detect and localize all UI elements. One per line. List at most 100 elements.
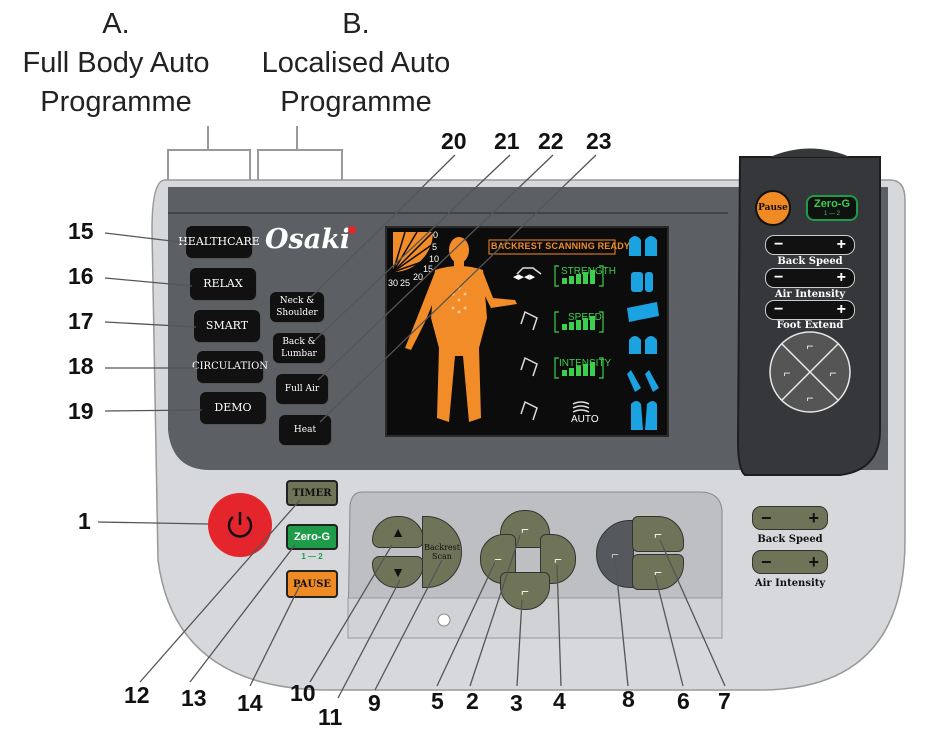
power-icon: [227, 512, 253, 538]
backrest-scan-line1: Backrest: [424, 543, 460, 552]
remote-foot-extend-plus[interactable]: +: [836, 301, 846, 318]
back-speed-control[interactable]: − +: [752, 506, 828, 530]
air-intensity-plus[interactable]: +: [808, 551, 819, 572]
remote-foot-extend-minus[interactable]: −: [774, 301, 784, 318]
remote-air-intensity-minus[interactable]: −: [774, 269, 784, 286]
back-lumbar-button[interactable]: Back & Lumbar: [273, 333, 325, 363]
lcd-dial-mark-30: 30: [388, 278, 399, 288]
lcd-dial-mark-15: 15: [423, 264, 434, 274]
callout-16: 16: [68, 263, 94, 289]
leg-up-icon: ⌐: [654, 526, 662, 542]
remote-foot-extend-control[interactable]: − +: [765, 300, 855, 320]
air-intensity-control[interactable]: − +: [752, 550, 828, 574]
neck-shoulder-button[interactable]: Neck & Shoulder: [270, 292, 324, 322]
brand-text: Osaki: [265, 224, 351, 255]
remote-air-intensity-plus[interactable]: +: [836, 269, 846, 286]
zerog-sub-label: 1 — 2: [301, 552, 323, 561]
remote-zerog-label: Zero-G: [813, 198, 851, 210]
remote-zerog-button[interactable]: Zero-G 1 — 2: [806, 195, 858, 221]
roller-up-button[interactable]: ▲: [372, 516, 424, 548]
heading-a-letter: A.: [102, 8, 130, 40]
heading-b-line2: Programme: [280, 86, 432, 118]
lcd-screen: 0 5 10 15 20 25 30 BACKREST SCANNING REA…: [385, 226, 669, 437]
brand-dot-icon: [348, 226, 356, 234]
heading-a-line2: Programme: [40, 86, 192, 118]
heading-b-letter: B.: [342, 8, 370, 40]
callout-10: 10: [290, 680, 316, 706]
pause-label: PAUSE: [292, 578, 332, 590]
lcd-dial-mark-25: 25: [400, 278, 411, 288]
callout-11: 11: [318, 704, 343, 730]
callout-5: 5: [431, 688, 444, 714]
callout-7: 7: [718, 688, 731, 714]
callout-12: 12: [124, 682, 150, 708]
back-lumbar-line2: Lumbar: [281, 349, 317, 359]
callout-2: 2: [466, 688, 479, 714]
back-speed-minus[interactable]: −: [761, 507, 772, 528]
recline-flat-icon: ⌐: [521, 521, 529, 537]
lcd-dial-mark-10: 10: [429, 254, 440, 264]
air-intensity-caption: Air Intensity: [754, 578, 826, 589]
power-button[interactable]: [208, 493, 272, 557]
remote-back-speed-control[interactable]: − +: [765, 235, 855, 255]
callout-18: 18: [68, 353, 94, 379]
back-speed-caption: Back Speed: [757, 534, 823, 545]
zerog-button[interactable]: Zero-G: [286, 524, 338, 550]
healthcare-button[interactable]: HEALTHCARE: [178, 226, 260, 258]
callout-17: 17: [68, 308, 94, 334]
heading-b: B. Localised Auto Programme: [240, 5, 472, 122]
callout-22: 22: [538, 128, 564, 154]
leg-down-icon: ⌐: [654, 564, 662, 580]
circulation-button[interactable]: CIRCULATION: [192, 351, 268, 383]
back-speed-plus[interactable]: +: [808, 507, 819, 528]
remote-back-speed-plus[interactable]: +: [836, 236, 846, 253]
remote-air-intensity-caption: Air Intensity: [774, 289, 846, 300]
callout-20: 20: [441, 128, 467, 154]
callout-21: 21: [494, 128, 520, 154]
timer-label: TIMER: [292, 487, 332, 499]
svg-text:⌐: ⌐: [829, 366, 836, 380]
smart-button[interactable]: SMART: [194, 310, 260, 342]
callout-9: 9: [368, 690, 381, 716]
relax-button[interactable]: RELAX: [190, 268, 256, 300]
callout-3: 3: [510, 690, 523, 716]
lcd-speed-label: SPEED: [568, 312, 602, 323]
heading-b-line1: Localised Auto: [261, 47, 451, 79]
lcd-status: BACKREST SCANNING READY: [491, 241, 631, 251]
air-intensity-minus[interactable]: −: [761, 551, 772, 572]
backrest-scan-line2: Scan: [432, 552, 452, 561]
heading-a: A. Full Body Auto Programme: [0, 5, 232, 122]
svg-text:⌐: ⌐: [806, 339, 813, 353]
pause-button[interactable]: PAUSE: [286, 570, 338, 598]
lcd-roller-arrows-icon: ◂▸◂▸: [513, 271, 536, 283]
lcd-dial-mark-0: 0: [433, 230, 439, 240]
callout-1: 1: [78, 508, 91, 534]
zerog-label: Zero-G: [293, 531, 331, 543]
remote-zerog-sub: 1 — 2: [823, 211, 840, 217]
remote-position-dial[interactable]: [770, 332, 850, 412]
callout-8: 8: [622, 686, 635, 712]
lcd-strength-label: STRENGTH: [561, 266, 616, 277]
demo-button[interactable]: DEMO: [200, 392, 266, 424]
lcd-intensity-label: INTENSITY: [559, 358, 612, 369]
neck-shoulder-line2: Shoulder: [276, 308, 318, 318]
callout-23: 23: [586, 128, 612, 154]
recline-forward-icon: ⌐: [554, 551, 562, 567]
timer-button[interactable]: TIMER: [286, 480, 338, 506]
remote-back-speed-caption: Back Speed: [777, 256, 843, 267]
callout-13: 13: [181, 685, 207, 711]
heading-a-line1: Full Body Auto: [22, 47, 210, 79]
back-lumbar-line1: Back &: [282, 337, 316, 347]
up-arrow-icon: ▲: [391, 524, 405, 540]
remote-back-speed-minus[interactable]: −: [774, 236, 784, 253]
full-air-button[interactable]: Full Air: [276, 374, 328, 404]
lcd-dial-mark-20: 20: [413, 272, 424, 282]
heat-button[interactable]: Heat: [279, 415, 331, 445]
remote-air-intensity-control[interactable]: − +: [765, 268, 855, 288]
callout-14: 14: [237, 690, 263, 716]
callout-4: 4: [553, 688, 566, 714]
down-arrow-icon: ▼: [391, 564, 405, 580]
neck-shoulder-line1: Neck &: [279, 296, 315, 306]
remote-pause-button[interactable]: Pause: [755, 190, 791, 226]
lcd-auto-label: AUTO: [571, 414, 599, 425]
